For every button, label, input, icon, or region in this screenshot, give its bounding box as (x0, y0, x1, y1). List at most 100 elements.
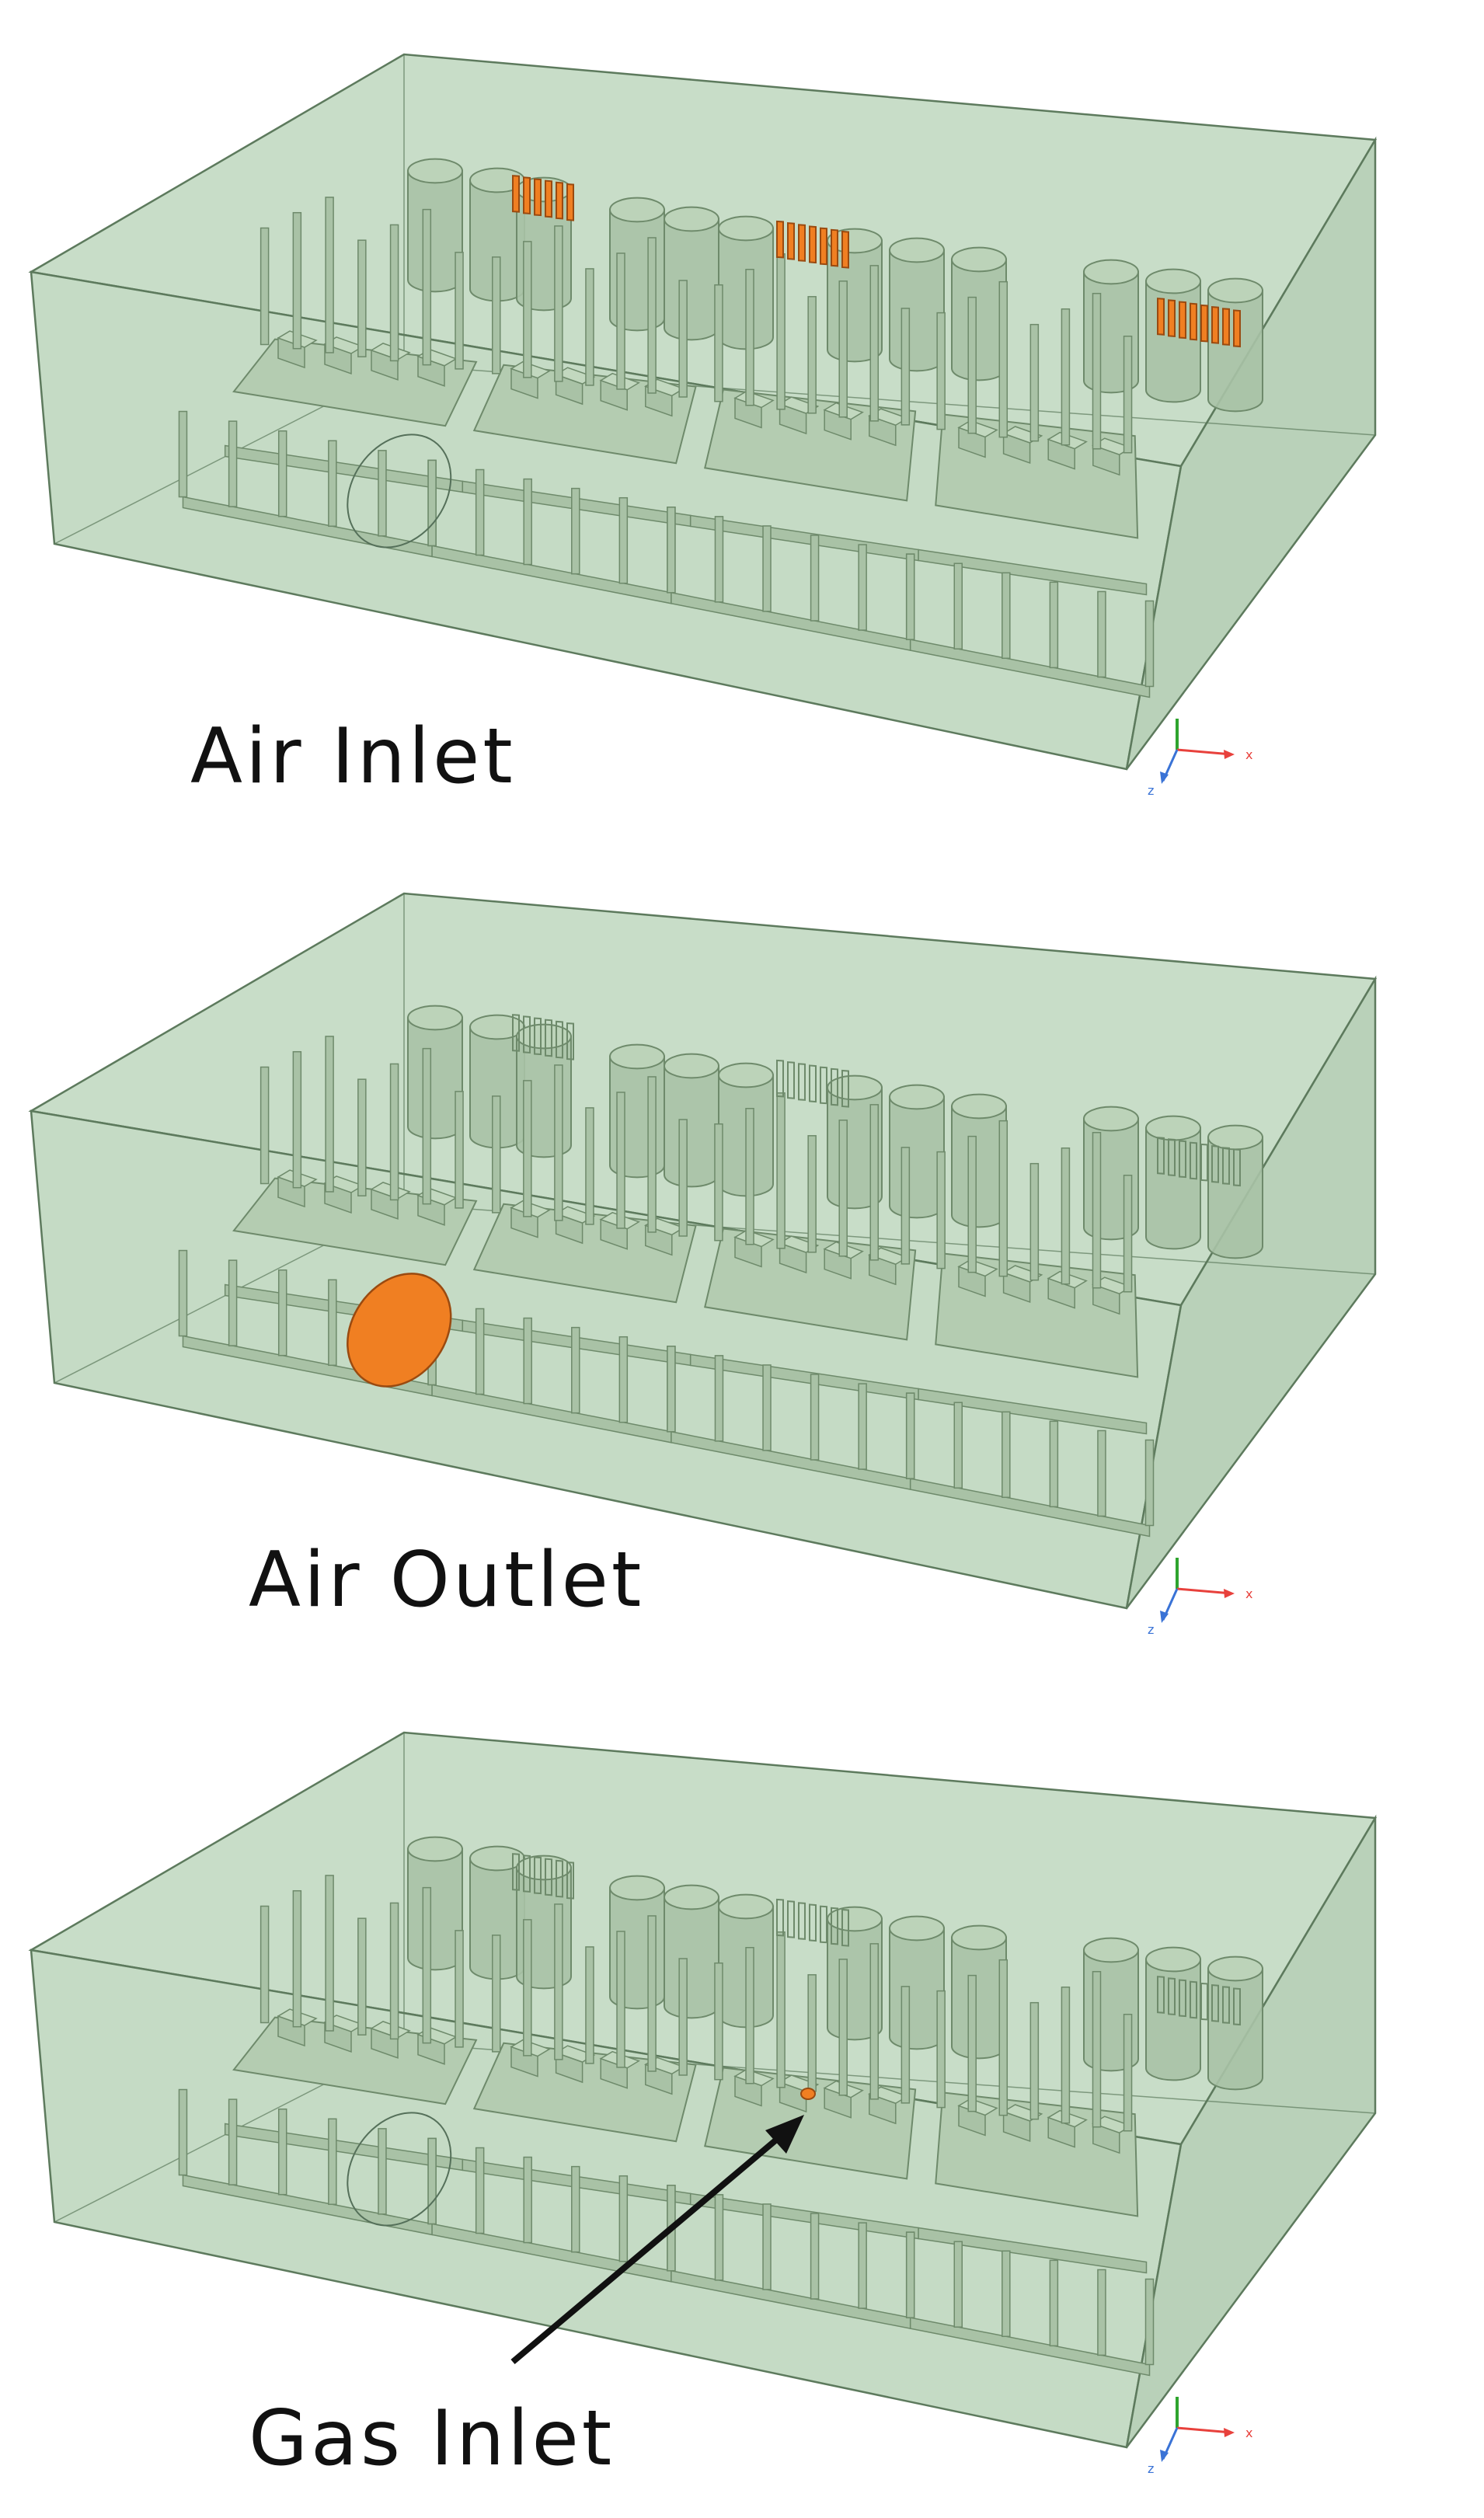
axis-x-arrowhead (1224, 1589, 1235, 1598)
tank-cylinder (951, 1937, 1007, 2060)
air-inlet-vent-right (1157, 1137, 1241, 1187)
vertical-pipe (776, 1931, 786, 2088)
air-inlet-vent-right-slat (1157, 1976, 1165, 2014)
axis-x-label: x (1245, 2426, 1252, 2440)
axis-x-line (1176, 1587, 1232, 1595)
vertical-pipe (554, 225, 563, 382)
vertical-pipe (616, 1092, 625, 1229)
air-inlet-vent-right-slat (1157, 1137, 1165, 1175)
floor-rail (918, 1388, 1148, 1435)
vertical-pipe (1092, 292, 1102, 450)
vertical-pipe (998, 1120, 1008, 1277)
air-outlet-outline (347, 434, 452, 549)
support-leg (858, 2222, 867, 2309)
vertical-pipe (745, 1108, 754, 1245)
air-inlet-vent-right-slat (1190, 302, 1197, 341)
tank-cylinder-top (1083, 1937, 1139, 1963)
vertical-pipe (869, 265, 880, 422)
vertical-pipe (1061, 1147, 1071, 1285)
tank-cylinder-top (664, 1884, 719, 1910)
support-leg (858, 544, 867, 631)
gas-inlet-point (800, 2088, 816, 2100)
support-leg (1049, 2259, 1059, 2347)
vertical-pipe (998, 280, 1008, 438)
air-inlet-vent-right-slat (1200, 1143, 1208, 1182)
rack-module (178, 197, 478, 558)
support-leg (427, 2137, 437, 2225)
air-inlet-vent-left-slat (534, 178, 542, 217)
air-inlet-vent-center-slat (820, 1066, 827, 1105)
air-inlet-vent-center-slat (787, 1900, 795, 1938)
support-leg (475, 2147, 485, 2234)
vertical-pipe (616, 1931, 625, 2068)
tank-cylinder-top (951, 1093, 1007, 1120)
tank-cylinder-top (718, 1062, 774, 1088)
floor-rail (918, 2227, 1148, 2274)
support-leg (427, 459, 437, 547)
vertical-pipe (745, 269, 754, 406)
axis-z-arrowhead (1160, 771, 1169, 784)
support-leg (277, 2108, 287, 2196)
tank-cylinder (951, 1106, 1007, 1228)
axis-x-label: x (1245, 1586, 1252, 1601)
support-leg (228, 420, 238, 507)
support-leg (762, 1364, 772, 1451)
support-leg (667, 507, 676, 594)
tank-cylinder-top (407, 1005, 463, 1031)
air-inlet-vent-right-slat (1157, 298, 1165, 336)
vertical-pipe (492, 256, 501, 374)
air-inlet-vent-left-slat (523, 1015, 531, 1054)
tank-cylinder-top (609, 197, 665, 223)
support-leg (228, 2098, 238, 2185)
support-leg (571, 2165, 580, 2253)
support-leg (618, 1336, 629, 1423)
rack-module (905, 280, 1155, 698)
vertical-pipe (678, 1958, 688, 2076)
support-leg (523, 2156, 532, 2244)
air-inlet-vent-center-slat (776, 1898, 784, 1937)
tank-cylinder-top (827, 1074, 883, 1101)
vertical-pipe (292, 1889, 302, 2028)
support-leg (1144, 600, 1155, 688)
vertical-pipe (678, 1119, 688, 1237)
air-inlet-vent-center-slat (841, 230, 849, 269)
tank-cylinder-top (951, 1924, 1007, 1951)
tank-cylinder-top (407, 1836, 463, 1862)
tank-cylinder (407, 1848, 463, 1971)
tank-cylinder-top (1145, 1115, 1201, 1141)
support-leg (714, 1355, 724, 1442)
vertical-pipe (1123, 2013, 1133, 2132)
vertical-pipe (422, 1886, 432, 2044)
air-inlet-vent-right-slat (1168, 299, 1176, 337)
support-leg (618, 496, 629, 584)
air-inlet-vent-right-slat (1222, 308, 1230, 346)
support-leg (905, 553, 915, 640)
equipment-group (178, 1836, 1263, 2377)
support-leg (953, 562, 963, 650)
air-inlet-vent-left-slat (556, 1020, 563, 1059)
vertical-pipe (776, 253, 786, 410)
vertical-pipe (523, 1080, 532, 1217)
air-inlet-vent-left-slat (566, 183, 574, 221)
equipment-group (178, 1005, 1263, 1538)
tank-cylinder-top (609, 1875, 665, 1901)
tank-cylinder (407, 170, 463, 293)
tank-cylinder (1145, 280, 1201, 403)
support-leg (1144, 2278, 1155, 2366)
tank-cylinder (664, 1065, 719, 1188)
enclosure-diagram-air-outlet: xz (28, 892, 1378, 1637)
vertical-pipe (901, 1986, 911, 2104)
vertical-pipe (554, 1064, 563, 1221)
caption-air-outlet: Air Outlet (249, 1536, 645, 1625)
vertical-pipe (492, 1095, 501, 1214)
vertical-pipe (714, 1123, 723, 1242)
vertical-pipe (869, 1104, 880, 1261)
vertical-pipe (998, 1959, 1008, 2116)
pointer-arrow-icon (510, 2115, 804, 2365)
air-outlet-outline (347, 2112, 452, 2227)
air-inlet-vent-right-slat (1211, 1984, 1219, 2022)
rack-module (905, 1959, 1155, 2377)
vertical-pipe (585, 268, 594, 386)
axis-z-label: z (1148, 2461, 1154, 2476)
